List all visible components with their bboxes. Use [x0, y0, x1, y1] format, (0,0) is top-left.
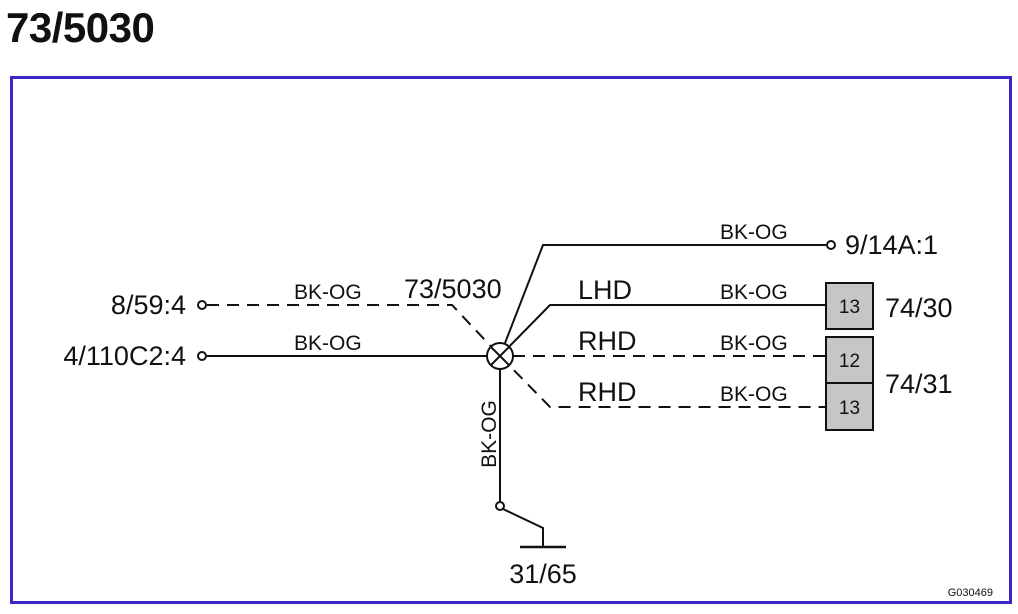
wire-lhd [499, 304, 826, 357]
wire-color-label-rhd-lower: BK-OG [720, 383, 788, 406]
figure-code: G030469 [948, 587, 993, 599]
terminal-9-14a-1 [826, 240, 836, 250]
ground-switch-arm [502, 508, 544, 546]
connector-label-74-31: 74/31 [885, 369, 953, 399]
wire-rhd-lower [499, 355, 826, 408]
wire-color-label-lhd: BK-OG [720, 281, 788, 304]
variant-label-rhd-upper: RHD [578, 326, 637, 356]
pin-label-74-31-13: 13 [839, 398, 860, 419]
connector-74-31-pin-box-upper [825, 336, 874, 384]
terminal-8-59-4 [197, 300, 207, 310]
pin-label-74-31-12: 12 [839, 351, 860, 372]
wire-color-label-ground: BK-OG [478, 400, 501, 468]
splice-symbol [486, 342, 514, 370]
wire-color-label-left-upper: BK-OG [294, 281, 362, 304]
wire-color-label-rhd-upper: BK-OG [720, 332, 788, 355]
connector-74-30-pin-box [825, 282, 874, 330]
splice-label: 73/5030 [404, 274, 502, 304]
pin-label-74-30-13: 13 [839, 297, 860, 318]
wire-top-right [499, 244, 826, 357]
connector-label-74-30: 74/30 [885, 293, 953, 323]
wire-color-label-top-right: BK-OG [720, 221, 788, 244]
ground-switch-terminal [495, 501, 505, 511]
variant-label-rhd-lower: RHD [578, 377, 637, 407]
terminal-label-8-59-4: 8/59:4 [111, 290, 186, 320]
variant-label-lhd: LHD [578, 275, 632, 305]
terminal-4-110c2-4 [197, 351, 207, 361]
page-title: 73/5030 [6, 4, 155, 51]
terminal-label-9-14a-1: 9/14A:1 [845, 230, 938, 260]
wire-color-label-left-lower: BK-OG [294, 332, 362, 355]
wire-left-upper [207, 304, 501, 357]
terminal-label-31-65: 31/65 [509, 559, 577, 589]
terminal-label-4-110c2-4: 4/110C2:4 [63, 341, 186, 371]
connector-74-31-pin-box-lower [825, 382, 874, 431]
